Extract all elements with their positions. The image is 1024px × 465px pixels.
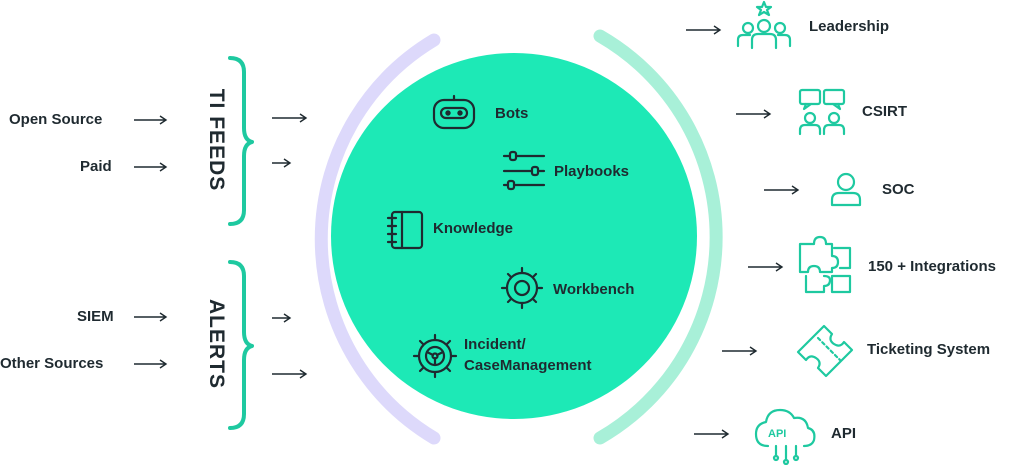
right-arc (593, 29, 723, 445)
arrow-out-integrations (748, 262, 784, 272)
core-item-incident-line1: Incident/ (464, 336, 526, 353)
core-item-playbooks: Playbooks (554, 163, 630, 180)
ti-feeds-title: TI FEEDS (205, 88, 228, 192)
source-siem: SIEM (77, 308, 114, 325)
ti-feeds-brace (228, 56, 254, 226)
arrow-paid (134, 162, 168, 172)
left-arc (314, 33, 441, 445)
core-circle (331, 53, 697, 419)
alerts-brace (228, 260, 254, 430)
arrow-out-csirt (736, 109, 772, 119)
chat-team-icon (798, 88, 846, 136)
core-item-workbench: Workbench (553, 281, 635, 298)
core-item-bots: Bots (495, 105, 529, 122)
source-paid: Paid (80, 158, 112, 175)
ticket-icon (796, 324, 854, 378)
leadership-team-icon (736, 0, 792, 50)
sliders-icon (502, 150, 546, 191)
source-other-sources: Other Sources (0, 355, 104, 372)
output-soc: SOC (882, 181, 915, 198)
arrow-alerts-2 (272, 369, 308, 379)
source-open-source: Open Source (9, 111, 103, 128)
api-cloud-icon (754, 408, 816, 465)
arrow-out-api (694, 429, 730, 439)
arrow-out-leadership (686, 25, 722, 35)
output-api: API (831, 425, 857, 442)
gear-icon (500, 266, 544, 310)
notebook-icon (386, 210, 424, 250)
arrow-feeds-2 (272, 158, 292, 168)
alerts-title: ALERTS (205, 299, 228, 389)
output-integrations: 150 + Integrations (868, 258, 996, 275)
core-item-knowledge: Knowledge (433, 220, 514, 237)
arrow-other-sources (134, 359, 168, 369)
steering-gear-icon (412, 333, 458, 379)
core-item-incident-line2: CaseManagement (464, 357, 592, 374)
arrow-feeds-1 (272, 113, 308, 123)
arrow-siem (134, 312, 168, 322)
arrow-open-source (134, 115, 168, 125)
output-leadership: Leadership (809, 18, 890, 35)
puzzle-icon (798, 235, 852, 294)
arrow-out-soc (764, 185, 800, 195)
output-ticketing-system: Ticketing System (867, 341, 991, 358)
person-icon (830, 172, 862, 207)
output-csirt: CSIRT (862, 103, 907, 120)
arrow-alerts-1 (272, 313, 292, 323)
arrow-out-ticketing (722, 346, 758, 356)
api-icon-text: API (768, 428, 786, 440)
robot-icon (432, 94, 476, 130)
